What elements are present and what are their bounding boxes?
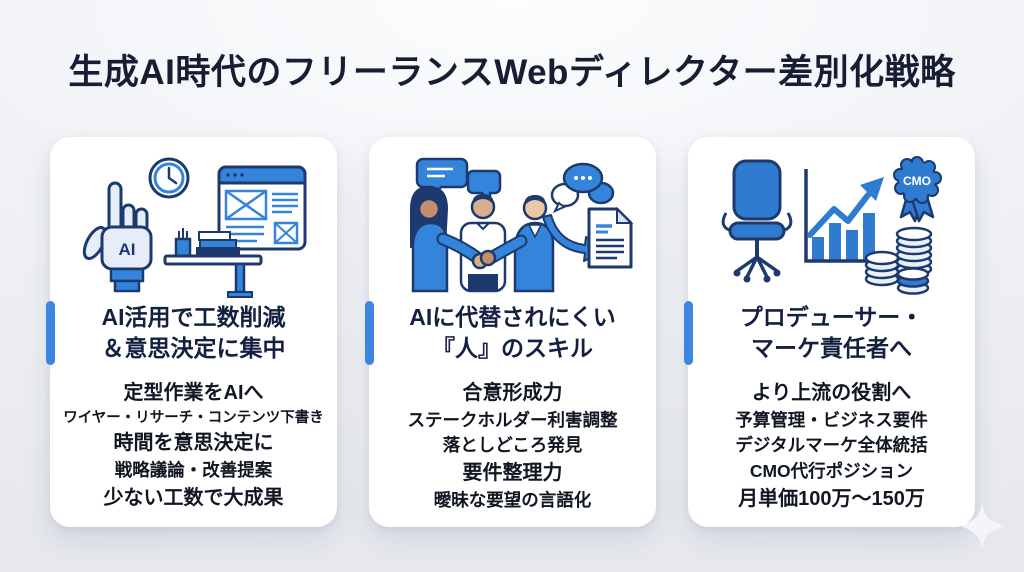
handshake-svg	[409, 157, 633, 293]
document-icon	[587, 206, 633, 269]
producer-svg: CMO	[721, 156, 942, 295]
card-title: プロデューサー・ マーケ責任者へ	[696, 302, 967, 365]
card-producer-cmo: CMO	[684, 137, 975, 527]
card-body-line: CMO代行ポジション	[749, 461, 914, 482]
card-body-line: 合意形成力	[462, 381, 563, 404]
card-body-line: 定型作業をAIへ	[123, 381, 264, 404]
handshake-illustration	[369, 151, 656, 299]
clock-icon	[148, 157, 189, 199]
card-body-line: 落としどころ発見	[442, 435, 583, 456]
cards-row: AI AI活用で工数削減 ＆意思決定に集中 定型作業をAIへ ワイヤー・リサーチ…	[46, 137, 975, 527]
card-ai-utilization: AI AI活用で工数削減 ＆意思決定に集中 定型作業をAIへ ワイヤー・リサーチ…	[46, 137, 337, 527]
page-title: 生成AI時代のフリーランスWebディレクター差別化戦略	[68, 53, 956, 92]
card-title-line-2: 『人』のスキル	[432, 335, 593, 362]
card-title-line-1: AIに代替されにくい	[409, 304, 616, 330]
producer-illustration: CMO	[688, 151, 975, 299]
sparkle-icon	[960, 502, 1004, 550]
desk-icon	[163, 228, 262, 298]
card-title-line-2: マーケ責任者へ	[751, 335, 912, 362]
card-body-line: 少ない工数で大成果	[103, 487, 284, 510]
accent-bar	[46, 301, 55, 365]
card-title: AIに代替されにくい 『人』のスキル	[377, 302, 648, 365]
card-body-line: より上流の役割へ	[751, 381, 912, 404]
card-title-line-1: プロデューサー・	[739, 304, 924, 330]
card-title: AI活用で工数削減 ＆意思決定に集中	[58, 302, 329, 365]
card-body-line: ステークホルダー利害調整	[407, 409, 618, 430]
ai-hand-desk-svg: AI	[82, 157, 306, 298]
card-title-line-1: AI活用で工数削減	[101, 304, 286, 330]
accent-bar	[365, 301, 374, 365]
card-title-line-2: ＆意思決定に集中	[101, 335, 286, 362]
card-body-line: 月単価100万～150万	[738, 488, 925, 511]
card-body-line: 戦略議論・改善提案	[114, 460, 273, 481]
chat-bubbles-icon	[550, 162, 614, 214]
ai-hand-label: AI	[118, 240, 135, 259]
accent-bar	[684, 301, 693, 365]
growth-chart-icon	[803, 169, 890, 263]
card-body-line: デジタルマーケ全体統括	[735, 435, 928, 456]
card-body-line: 曖昧な要望の言語化	[433, 490, 592, 511]
card-body-line: 要件整理力	[462, 462, 563, 485]
coins-icon	[864, 226, 932, 295]
card-body-line: ワイヤー・リサーチ・コンテンツ下書き	[63, 409, 324, 426]
card-human-skills: AIに代替されにくい 『人』のスキル 合意形成力 ステークホルダー利害調整 落と…	[365, 137, 656, 527]
card-body-line: 予算管理・ビジネス要件	[735, 409, 928, 430]
card-body: 合意形成力 ステークホルダー利害調整 落としどころ発見 要件整理力 曖昧な要望の…	[369, 379, 656, 515]
handshake-people-icon	[409, 185, 554, 293]
card-body: 定型作業をAIへ ワイヤー・リサーチ・コンテンツ下書き 時間を意思決定に 戦略議…	[50, 379, 337, 514]
cmo-badge-label: CMO	[903, 174, 931, 188]
office-chair-icon	[721, 159, 792, 283]
card-body: より上流の役割へ 予算管理・ビジネス要件 デジタルマーケ全体統括 CMO代行ポジ…	[688, 379, 975, 515]
browser-wireframe-icon	[217, 165, 306, 251]
card-body-line: 時間を意思決定に	[113, 432, 274, 455]
ai-hand-desk-illustration: AI	[50, 151, 337, 299]
ai-robot-hand-icon: AI	[82, 181, 152, 293]
cmo-badge-icon: CMO	[892, 156, 942, 223]
